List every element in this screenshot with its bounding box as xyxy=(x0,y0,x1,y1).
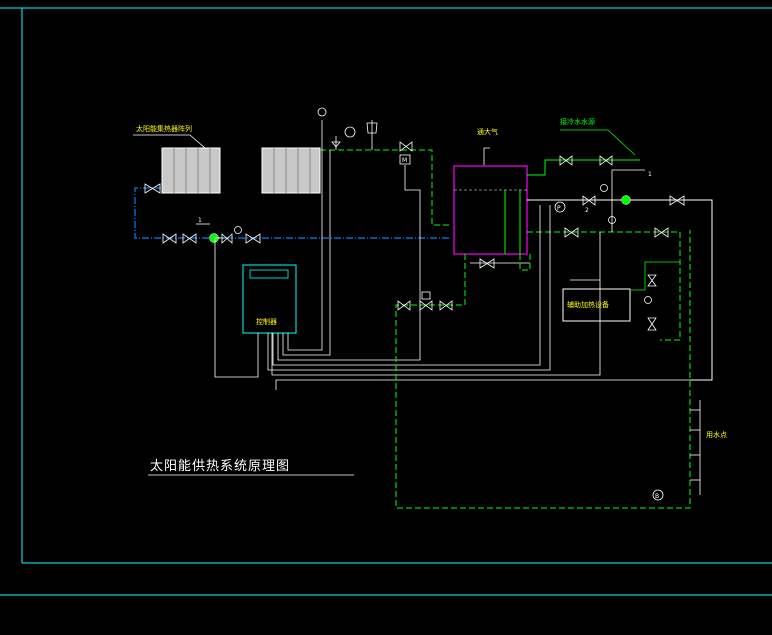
marker-num2: 2 xyxy=(585,207,589,214)
loop-valves xyxy=(397,291,453,311)
marker-num1-right: 1 xyxy=(648,171,652,178)
cold-water-inlet xyxy=(527,129,640,176)
hot-water-outlet xyxy=(527,169,713,381)
return-line-valves xyxy=(144,183,261,244)
tank-drain-valves xyxy=(470,258,530,269)
svg-text:B: B xyxy=(655,493,659,500)
marker-meter: M xyxy=(402,157,407,164)
collector-supply-pipe xyxy=(320,149,450,226)
diagram-title: 太阳能供热系统原理图 xyxy=(150,459,291,474)
drawing-frame xyxy=(0,7,772,596)
pressure-gauge-icon xyxy=(234,226,242,234)
return-pump-icon: B xyxy=(652,489,664,501)
exhaust-label: 通大气 xyxy=(477,128,498,136)
collector-label-leader xyxy=(133,134,206,149)
storage-tank xyxy=(453,147,528,255)
collector-array-label: 太阳能集热器阵列 xyxy=(136,125,192,133)
svg-text:P: P xyxy=(557,205,561,212)
circulation-pump-icon: P xyxy=(554,201,566,213)
top-instruments xyxy=(317,107,413,165)
hot-water-users-label: 用水点 xyxy=(706,431,727,439)
aux-heater xyxy=(562,232,680,331)
marker-num1-left: 1 xyxy=(198,217,202,224)
controller-label: 控制器 xyxy=(256,318,277,326)
collector-return-pipe xyxy=(134,187,450,239)
aux-heater-label: 辅助加热设备 xyxy=(567,301,609,309)
hot-water-taps xyxy=(690,400,701,495)
solar-collector-right xyxy=(261,147,321,194)
controller-box xyxy=(242,264,297,334)
solar-collector-left xyxy=(161,147,221,194)
cold-water-label: 接冷水水源 xyxy=(560,118,595,126)
return-loop-pipe xyxy=(395,230,691,509)
control-wiring xyxy=(214,150,690,390)
